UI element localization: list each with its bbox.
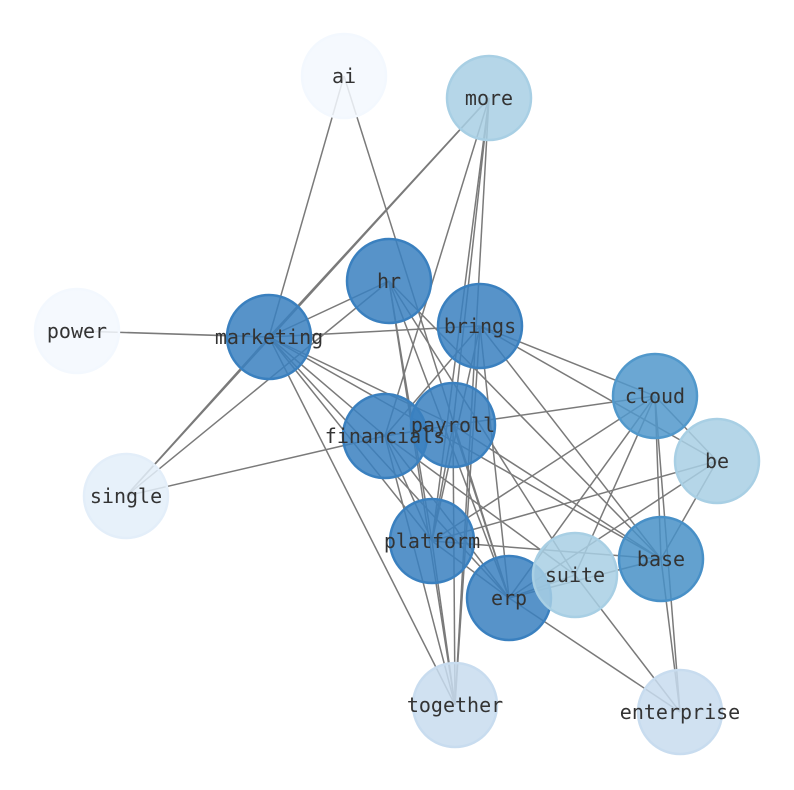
node-label-ai: ai <box>332 64 356 88</box>
node-label-cloud: cloud <box>625 384 685 408</box>
node-label-financials: financials <box>325 424 445 448</box>
edge-financials-single <box>125 435 386 497</box>
edge-hr-base <box>388 280 662 560</box>
nodes-layer <box>33 32 761 756</box>
node-label-platform: platform <box>384 529 480 553</box>
node-label-single: single <box>90 484 162 508</box>
node-label-marketing: marketing <box>215 325 323 349</box>
node-label-power: power <box>47 319 107 343</box>
node-label-more: more <box>465 86 513 110</box>
node-platform[interactable] <box>388 497 476 585</box>
edge-be-platform <box>431 460 718 542</box>
node-marketing[interactable] <box>225 293 313 381</box>
node-label-enterprise: enterprise <box>620 700 740 724</box>
node-label-suite: suite <box>545 563 605 587</box>
edge-more-financials <box>384 97 490 437</box>
node-hr[interactable] <box>345 237 433 325</box>
node-label-be: be <box>705 449 729 473</box>
node-label-brings: brings <box>444 314 516 338</box>
node-more[interactable] <box>445 54 533 142</box>
edge-ai-marketing <box>268 75 345 338</box>
node-together[interactable] <box>411 661 499 749</box>
node-single[interactable] <box>82 452 170 540</box>
edge-hr-single <box>125 280 390 497</box>
node-suite[interactable] <box>531 531 619 619</box>
node-ai[interactable] <box>300 32 388 120</box>
edge-cloud-platform <box>431 395 656 542</box>
node-label-payroll: payroll <box>411 413 495 437</box>
edge-more-payroll <box>452 97 490 426</box>
node-enterprise[interactable] <box>636 668 724 756</box>
node-label-base: base <box>637 547 685 571</box>
node-label-hr: hr <box>377 269 401 293</box>
node-be[interactable] <box>673 417 761 505</box>
edge-brings-erp <box>479 325 510 599</box>
edge-marketing-together <box>268 336 456 706</box>
node-base[interactable] <box>617 515 705 603</box>
edge-brings-be <box>479 325 718 462</box>
node-cloud[interactable] <box>611 352 699 440</box>
edge-hr-together <box>388 280 456 706</box>
labels-layer: ai more power marketing hr brings cloud be payro… <box>47 64 740 724</box>
node-power[interactable] <box>33 287 121 375</box>
node-financials[interactable] <box>341 392 429 480</box>
node-label-together: together <box>407 693 503 717</box>
node-brings[interactable] <box>436 282 524 370</box>
edge-brings-base <box>479 325 662 560</box>
node-label-erp: erp <box>491 586 527 610</box>
